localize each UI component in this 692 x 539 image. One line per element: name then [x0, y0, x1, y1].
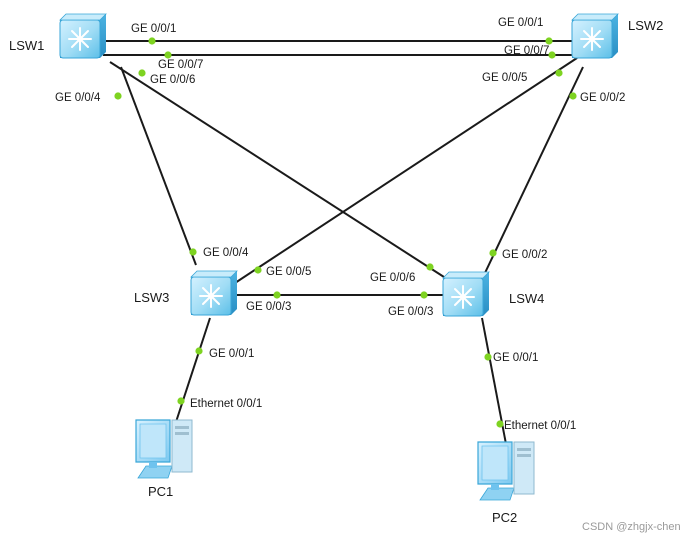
port-label: Ethernet 0/0/1	[190, 398, 262, 410]
switch-lsw1[interactable]	[59, 13, 107, 59]
device-label-lsw3: LSW3	[134, 290, 169, 305]
port-dot	[195, 347, 203, 355]
device-label-lsw4: LSW4	[509, 291, 544, 306]
link-lsw1-lsw3	[120, 66, 197, 266]
port-label: GE 0/0/1	[131, 23, 176, 35]
port-label: GE 0/0/6	[370, 272, 415, 284]
port-label: GE 0/0/2	[502, 249, 547, 261]
switch-icon	[571, 13, 619, 59]
port-label: GE 0/0/1	[209, 348, 254, 360]
pc-pc1[interactable]	[135, 419, 193, 479]
port-dots	[114, 37, 577, 428]
port-dot	[555, 69, 563, 77]
switch-lsw3[interactable]	[190, 270, 238, 316]
pc-icon	[477, 441, 535, 501]
port-dot	[489, 249, 497, 257]
link-lsw1-lsw4	[109, 61, 445, 278]
port-label: GE 0/0/3	[246, 301, 291, 313]
port-dot	[273, 291, 281, 299]
switch-icon	[59, 13, 107, 59]
port-dot	[148, 37, 156, 45]
port-label: GE 0/0/2	[580, 92, 625, 104]
port-dot	[138, 69, 146, 77]
port-dot	[548, 51, 556, 59]
port-label: GE 0/0/1	[493, 352, 538, 364]
port-label: GE 0/0/7	[158, 59, 203, 71]
port-label: GE 0/0/7	[504, 45, 549, 57]
port-label: GE 0/0/4	[55, 92, 101, 104]
port-dot	[114, 92, 122, 100]
pc-icon	[135, 419, 193, 479]
port-label: GE 0/0/6	[150, 74, 195, 86]
link-lsw2-lsw4	[483, 66, 584, 276]
switch-icon	[190, 270, 238, 316]
switch-lsw2[interactable]	[571, 13, 619, 59]
port-label: GE 0/0/5	[482, 72, 527, 84]
port-dot	[426, 263, 434, 271]
port-dot	[569, 92, 577, 100]
device-label-pc2: PC2	[492, 510, 517, 525]
port-dot	[189, 248, 197, 256]
port-label: GE 0/0/4	[203, 247, 249, 259]
port-dot	[545, 37, 553, 45]
switch-lsw4[interactable]	[442, 271, 490, 317]
switch-icon	[442, 271, 490, 317]
watermark: CSDN @zhgjx-chen	[582, 521, 681, 533]
device-label-lsw2: LSW2	[628, 18, 663, 33]
port-dot	[177, 397, 185, 405]
link-lsw2-lsw3	[234, 57, 578, 284]
device-label-pc1: PC1	[148, 484, 173, 499]
pc-pc2[interactable]	[477, 441, 535, 501]
port-dot	[484, 353, 492, 361]
port-dot	[164, 51, 172, 59]
link-lsw3-pc1	[174, 317, 211, 426]
port-label: Ethernet 0/0/1	[504, 420, 576, 432]
links	[103, 40, 584, 445]
port-label: GE 0/0/3	[388, 306, 433, 318]
device-label-lsw1: LSW1	[9, 38, 44, 53]
port-label: GE 0/0/5	[266, 266, 311, 278]
port-dot	[254, 266, 262, 274]
port-label: GE 0/0/1	[498, 17, 543, 29]
port-dot	[420, 291, 428, 299]
port-dot	[496, 420, 504, 428]
